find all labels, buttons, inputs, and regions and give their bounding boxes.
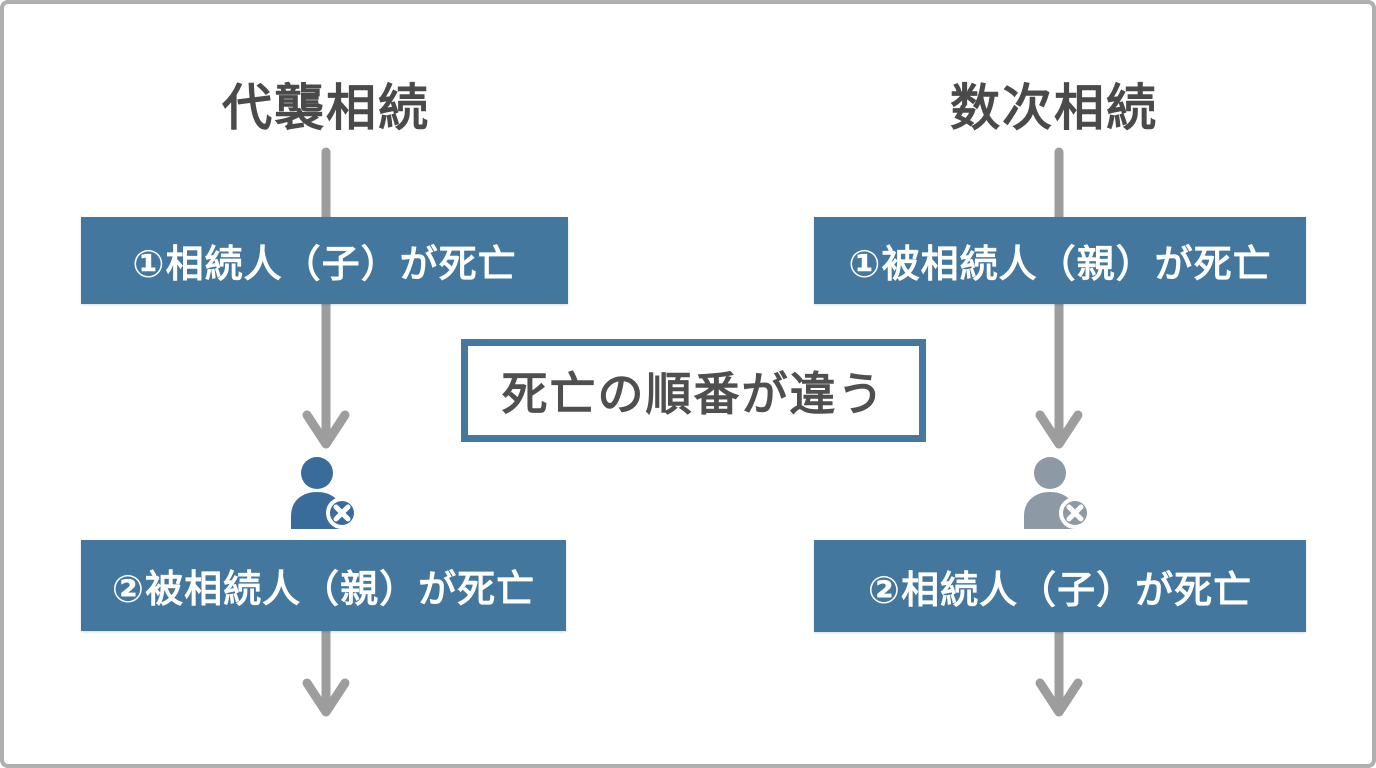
right-step1-box: ①被相続人（親）が死亡 bbox=[814, 217, 1306, 304]
right-step2-box: ②相続人（子）が死亡 bbox=[814, 540, 1306, 632]
person-deceased-blue-icon bbox=[291, 457, 358, 529]
right-column-title: 数次相続 bbox=[950, 80, 1158, 136]
person-deceased-gray-icon bbox=[1024, 457, 1091, 529]
left-step1-box: ①相続人（子）が死亡 bbox=[81, 217, 568, 304]
center-note-box: 死亡の順番が違う bbox=[461, 339, 926, 442]
left-step2-box: ②被相続人（親）が死亡 bbox=[81, 540, 566, 631]
left-column-title: 代襲相続 bbox=[222, 80, 430, 136]
